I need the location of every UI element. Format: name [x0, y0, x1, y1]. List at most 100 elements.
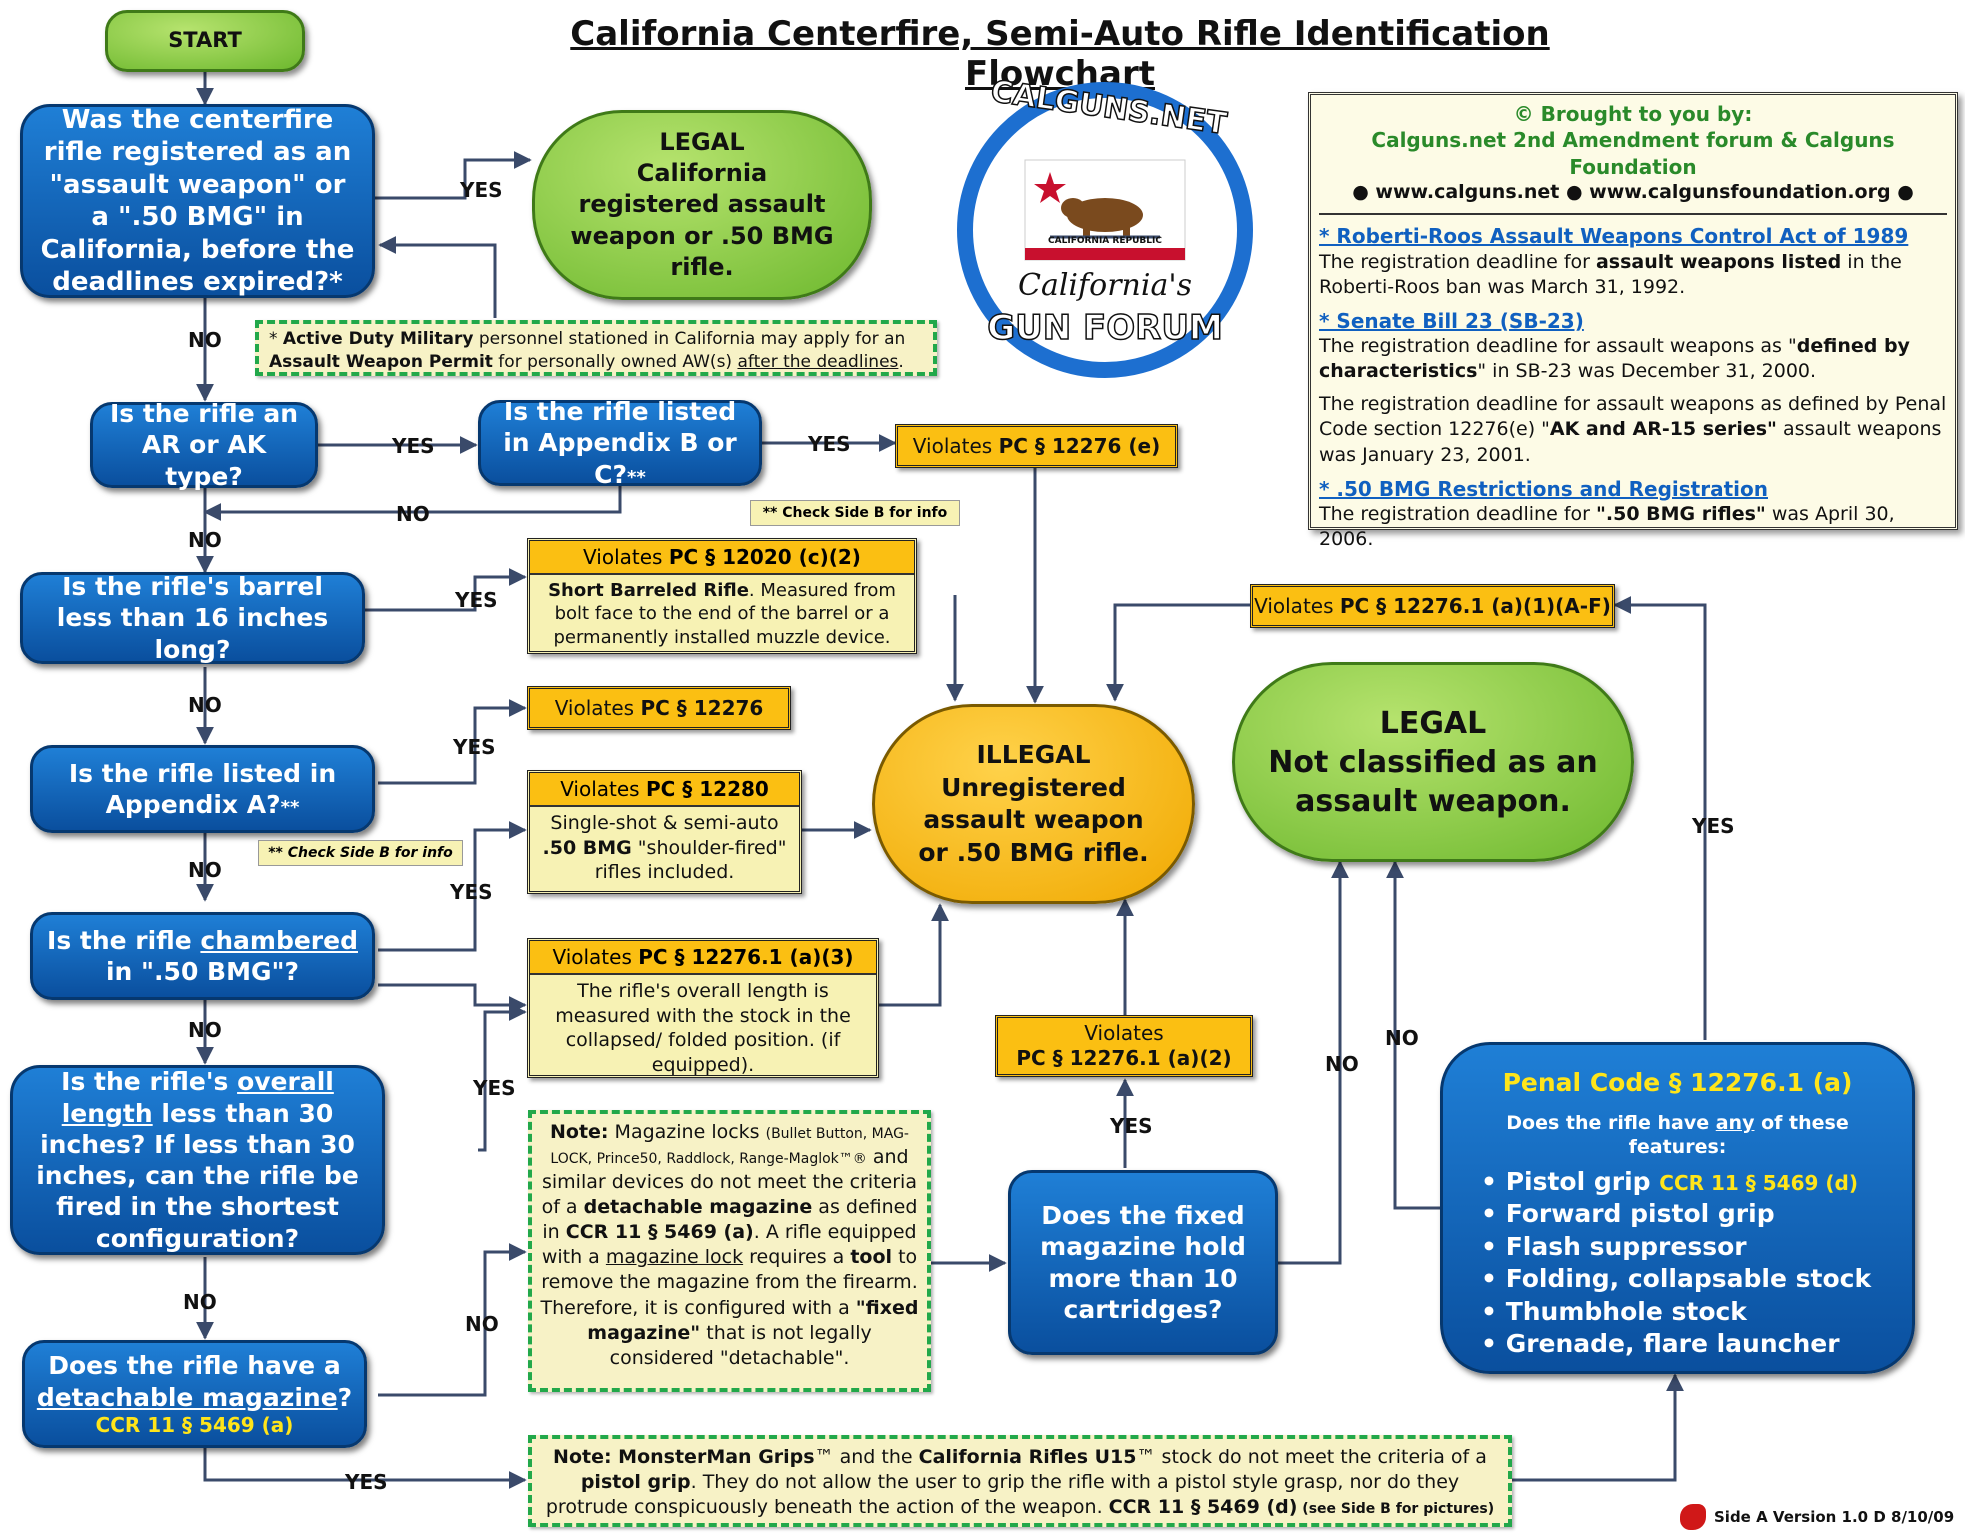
- legal-not-classified-heading: LEGAL: [1379, 705, 1487, 741]
- info-ak-ar: The registration deadline for assault we…: [1319, 392, 1947, 467]
- info-text: The registration deadline for: [1319, 250, 1596, 273]
- info-50bmg: The registration deadline for ".50 BMG r…: [1319, 502, 1947, 552]
- note-bold: Note: MonsterMan Grips: [553, 1446, 815, 1468]
- feature-item: • Thumbhole stock: [1481, 1296, 1747, 1326]
- note-text: . A rifle equipped with a: [541, 1221, 917, 1269]
- question-registered: Was the centerfire rifle registered as a…: [20, 104, 375, 298]
- legal-registered-heading: LEGAL: [659, 128, 745, 157]
- info-text: The registration deadline for assault we…: [1319, 393, 1947, 441]
- question-appendix-bc: Is the rifle listed in Appendix B or C?*…: [478, 397, 762, 489]
- question-ar-ak-text: Is the rifle an AR or AK type?: [109, 399, 299, 491]
- feature-item: • Grenade, flare launcher: [1481, 1329, 1840, 1359]
- question-ar-ak: Is the rifle an AR or AK type?: [90, 399, 318, 491]
- illegal-text: Unregistered assault weapon or .50 BMG r…: [918, 772, 1149, 867]
- note-bold: California Rifles U15: [918, 1446, 1137, 1468]
- no-label: NO: [396, 502, 430, 526]
- info-org: Calguns.net 2nd Amendment forum & Calgun…: [1371, 128, 1895, 179]
- yes-label: YES: [450, 880, 493, 904]
- question-barrel-text: Is the rifle's barrel less than 16 inche…: [56, 572, 329, 664]
- question-text: Is the rifle listed in Appendix B or C?: [503, 397, 737, 489]
- check-side-b-note: ** Check Side B for info: [750, 500, 960, 526]
- code-ref: PC § 12276.1 (a)(1)(A-F): [1339, 594, 1611, 618]
- bear-icon: [1680, 1504, 1706, 1530]
- question-fixed-magazine-text: Does the fixed magazine hold more than 1…: [1040, 1201, 1246, 1324]
- yes-label: YES: [345, 1470, 388, 1494]
- violation-bold: Short Barreled Rifle: [548, 580, 749, 601]
- pc-question-text: of these features:: [1628, 1112, 1849, 1158]
- yes-label: YES: [473, 1076, 516, 1100]
- feature-text: Grenade, flare launcher: [1505, 1329, 1840, 1359]
- note-bold: Active Duty Military: [282, 329, 474, 349]
- violates-label: Violates: [1254, 594, 1334, 618]
- violation-12276: Violates PC § 12276: [527, 686, 791, 730]
- note-small: (Bullet Button, MAG-LOCK, Prince50, Radd…: [550, 1126, 909, 1168]
- pistol-grip-note: Note: MonsterMan Grips™ and the Californ…: [528, 1435, 1512, 1527]
- note-text: as defined in: [542, 1196, 918, 1244]
- logo-graphic: [957, 82, 1253, 378]
- question-registered-text: Was the centerfire rifle registered as a…: [40, 104, 355, 298]
- question-underline: chambered: [200, 925, 358, 955]
- page-title: California Centerfire, Semi-Auto Rifle I…: [570, 14, 1550, 94]
- feature-text: Thumbhole stock: [1505, 1296, 1747, 1326]
- yes-label: YES: [808, 432, 851, 456]
- pc-question-underline: any: [1715, 1112, 1755, 1135]
- legal-registered-text: California registered assault weapon or …: [570, 159, 834, 281]
- note-text: ™ stock do not meet the criteria of a: [1136, 1446, 1487, 1468]
- violation-12276e: Violates PC § 12276 (e): [895, 424, 1178, 468]
- military-note: * Active Duty Military personnel station…: [255, 320, 937, 376]
- note-text: for personally owned AW(s): [492, 351, 738, 372]
- no-label: NO: [188, 1018, 222, 1042]
- violates-label: Violates: [912, 434, 993, 458]
- link-roberti-roos[interactable]: * Roberti-Roos Assault Weapons Control A…: [1319, 224, 1909, 249]
- info-text: " in SB-23 was December 31, 2000.: [1477, 360, 1817, 383]
- info-bold: defined by characteristics: [1319, 335, 1910, 383]
- violation-12276-1-a3: Violates PC § 12276.1 (a)(3) The rifle's…: [527, 938, 879, 1078]
- start-label: START: [168, 28, 242, 53]
- feature-item: • Pistol grip CCR 11 § 5469 (d): [1481, 1166, 1858, 1196]
- feature-text: Folding, collapsable stock: [1505, 1264, 1872, 1294]
- violation-12276-1-a2: Violates PC § 12276.1 (a)(2): [995, 1015, 1253, 1077]
- note-bold: CCR 11 § 5469 (d): [1108, 1496, 1298, 1519]
- info-text: was April 30, 2006.: [1319, 502, 1895, 551]
- no-label: NO: [188, 858, 222, 882]
- note-text: and similar devices do not meet the crit…: [541, 1146, 917, 1219]
- question-text: Is the rifle listed in Appendix A?: [68, 758, 337, 819]
- question-text: in ".50 BMG"?: [105, 957, 300, 986]
- info-sites: ● www.calguns.net ● www.calgunsfoundatio…: [1319, 180, 1947, 216]
- logo-script-text: California's: [1018, 268, 1192, 303]
- question-appendix-a-text: Is the rifle listed in Appendix A?**: [33, 758, 372, 821]
- question-text: ?: [337, 1382, 353, 1412]
- version-footer: Side A Version 1.0 D 8/10/09: [1680, 1502, 1960, 1532]
- link-sb23[interactable]: * Senate Bill 23 (SB-23): [1319, 308, 1584, 333]
- link-50bmg[interactable]: * .50 BMG Restrictions and Registration: [1319, 476, 1768, 501]
- pc-question-text: Does the rifle have: [1506, 1112, 1716, 1135]
- question-appendix-bc-text: Is the rifle listed in Appendix B or C?*…: [491, 396, 749, 490]
- penal-code-question: Does the rifle have any of these feature…: [1463, 1112, 1892, 1160]
- note-small: (see Side B for pictures): [1297, 1501, 1495, 1518]
- violation-12280: Violates PC § 12280 Single-shot & semi-a…: [527, 770, 802, 894]
- code-ref: PC § 12280: [645, 777, 769, 801]
- yes-label: YES: [460, 178, 503, 202]
- info-text: assault weapons was January 23, 2001.: [1319, 418, 1942, 466]
- violation-text: . Measured from bolt face to the end of …: [553, 580, 896, 648]
- calguns-logo: CALGUNS.NET CALIFORNIA REPUBLIC Californ…: [955, 73, 1255, 380]
- no-label: NO: [1325, 1052, 1359, 1076]
- no-label: NO: [183, 1290, 217, 1314]
- info-sb23: The registration deadline for assault we…: [1319, 334, 1947, 384]
- code-ref: PC § 12020 (c)(2): [668, 545, 861, 569]
- note-underline: magazine lock: [605, 1246, 744, 1269]
- note-bold: Assault Weapon Permit: [269, 351, 493, 372]
- info-bold: AK and AR-15 series": [1549, 418, 1777, 441]
- question-appendix-a: Is the rifle listed in Appendix A?**: [30, 745, 375, 833]
- question-detachable-text: Does the rifle have a detachable magazin…: [37, 1350, 352, 1413]
- footnote-mark: **: [280, 797, 300, 818]
- question-detachable: Does the rifle have a detachable magazin…: [22, 1340, 367, 1448]
- question-underline: detachable magazine: [36, 1382, 338, 1412]
- note-bold: pistol grip: [580, 1471, 691, 1494]
- ccr-ref: CCR 11 § 5469 (d): [1659, 1170, 1858, 1195]
- feature-item: • Folding, collapsable stock: [1481, 1264, 1872, 1294]
- check-side-b-note: ** Check Side B for info: [258, 840, 463, 866]
- no-label: NO: [188, 528, 222, 552]
- code-ref: PC § 12276 (e): [998, 434, 1161, 458]
